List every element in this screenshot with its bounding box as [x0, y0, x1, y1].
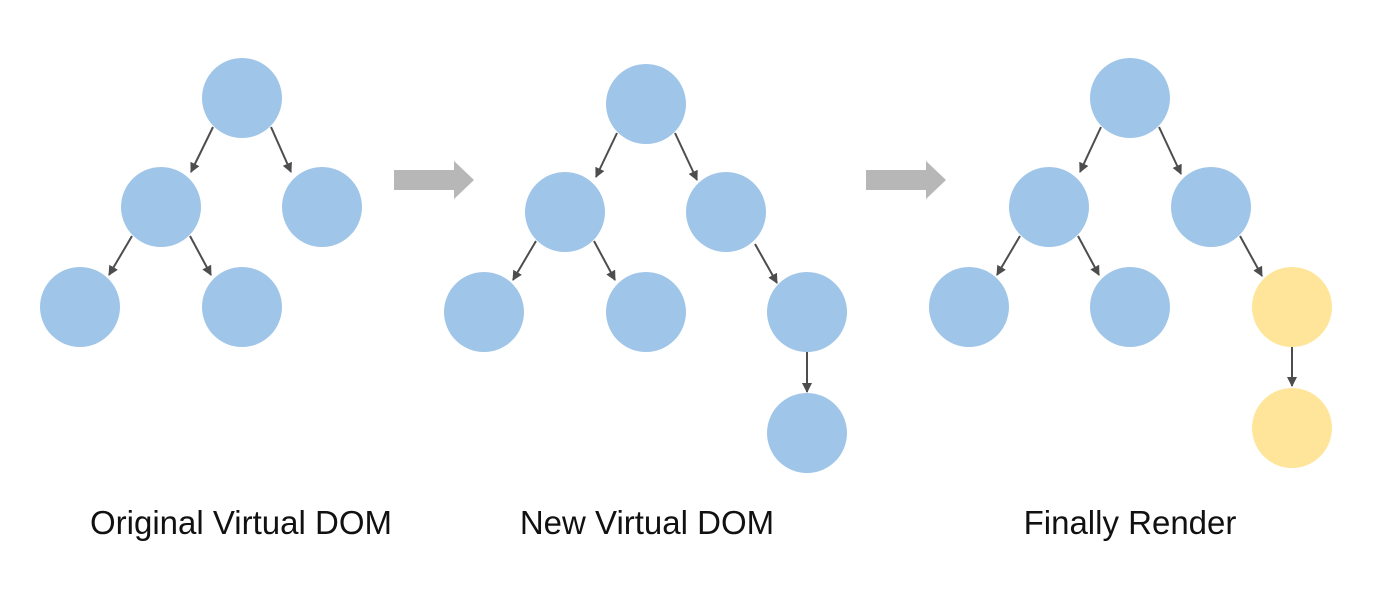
tree-edge [189, 235, 212, 276]
tree-edge [1158, 126, 1182, 175]
tree-edges [108, 126, 292, 276]
tree-edge [270, 126, 292, 173]
tree-node [1171, 167, 1251, 247]
tree-edge [593, 240, 616, 281]
tree-nodes [444, 64, 847, 473]
arrow-right-icon [394, 161, 474, 199]
tree-node [444, 272, 524, 352]
tree-edge [595, 132, 618, 178]
tree-node [606, 272, 686, 352]
changed-tree-node [1252, 267, 1332, 347]
changed-tree-node [1252, 388, 1332, 468]
tree-edge [674, 132, 698, 181]
tree-edges [996, 126, 1297, 387]
tree-node [121, 167, 201, 247]
tree-nodes [40, 58, 362, 347]
tree-node [1009, 167, 1089, 247]
caption-new-virtual-dom: New Virtual DOM [519, 504, 775, 541]
tree-node [1090, 267, 1170, 347]
tree-node [686, 172, 766, 252]
caption-original-virtual-dom: Original Virtual DOM [90, 504, 392, 541]
tree-nodes [929, 58, 1332, 468]
tree-node [202, 267, 282, 347]
tree-edges [512, 132, 812, 393]
final-render-tree [929, 58, 1332, 468]
tree-edge [1079, 126, 1102, 173]
tree-node-root [202, 58, 282, 138]
tree-node [282, 167, 362, 247]
tree-node-root [1090, 58, 1170, 138]
tree-node [929, 267, 1009, 347]
tree-edge [108, 235, 133, 276]
tree-node [767, 272, 847, 352]
tree-node-root [606, 64, 686, 144]
tree-edge [512, 240, 537, 281]
caption-finally-render: Finally Render [1023, 504, 1237, 541]
tree-node [40, 267, 120, 347]
tree-edge [1077, 235, 1100, 276]
tree-edge [996, 235, 1021, 276]
arrow-right-icon [866, 161, 946, 199]
original-virtual-dom-tree [40, 58, 362, 347]
new-virtual-dom-tree [444, 64, 847, 473]
tree-edge [754, 243, 778, 284]
tree-edge [190, 126, 214, 173]
tree-edge [1239, 235, 1263, 277]
tree-node [767, 393, 847, 473]
tree-node [525, 172, 605, 252]
